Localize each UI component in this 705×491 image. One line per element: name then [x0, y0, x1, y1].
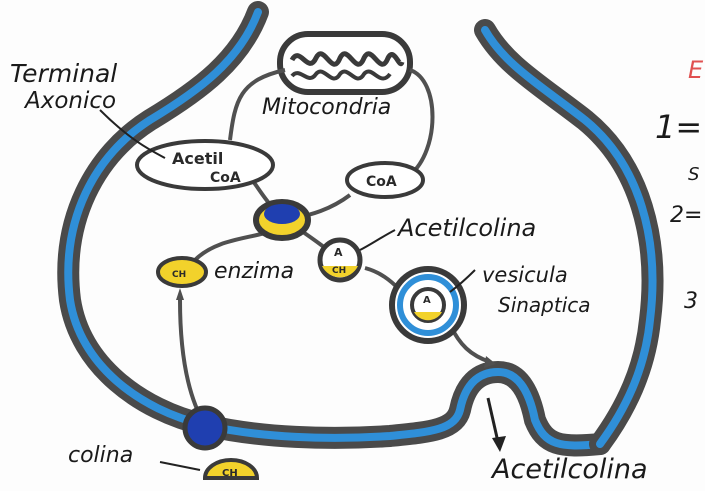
label-enzyme: enzima [214, 259, 294, 284]
label-ch-bottom: CH [222, 468, 238, 479]
label-coa: CoA [366, 174, 397, 190]
label-acetylcholine-top: Acetilcolina [396, 214, 536, 242]
label-mitochondria: Mitocondria [262, 95, 391, 120]
label-acetylcholine-bottom: Acetilcolina [490, 454, 648, 485]
side-list-item-1-sub: S [688, 164, 699, 185]
label-ch-left: CH [172, 270, 186, 280]
label-a-vesicle: A [423, 295, 431, 306]
release-arrow [488, 398, 506, 452]
choline-transporter-node [185, 408, 225, 448]
enzyme-center-node [256, 202, 308, 238]
label-vesicle-line1: vesicula [482, 263, 568, 287]
side-title-fragment: E [688, 56, 704, 84]
label-acetyl-line2: CoA [210, 170, 241, 186]
label-acetyl-line1: Acetil [172, 149, 223, 168]
side-list-item-3: 3 [684, 289, 698, 314]
mitochondrion-icon [280, 34, 410, 92]
side-list-item-2: 2= [670, 203, 702, 228]
label-terminal-line2: Axonico [23, 88, 116, 114]
label-vesicle-line2: Sinaptica [498, 293, 591, 317]
label-a-node: A [334, 246, 343, 259]
label-terminal-line1: Terminal [10, 59, 117, 88]
label-ch-node: CH [332, 266, 346, 276]
label-choline: colina [68, 443, 133, 468]
side-list-item-1: 1= [655, 108, 702, 146]
